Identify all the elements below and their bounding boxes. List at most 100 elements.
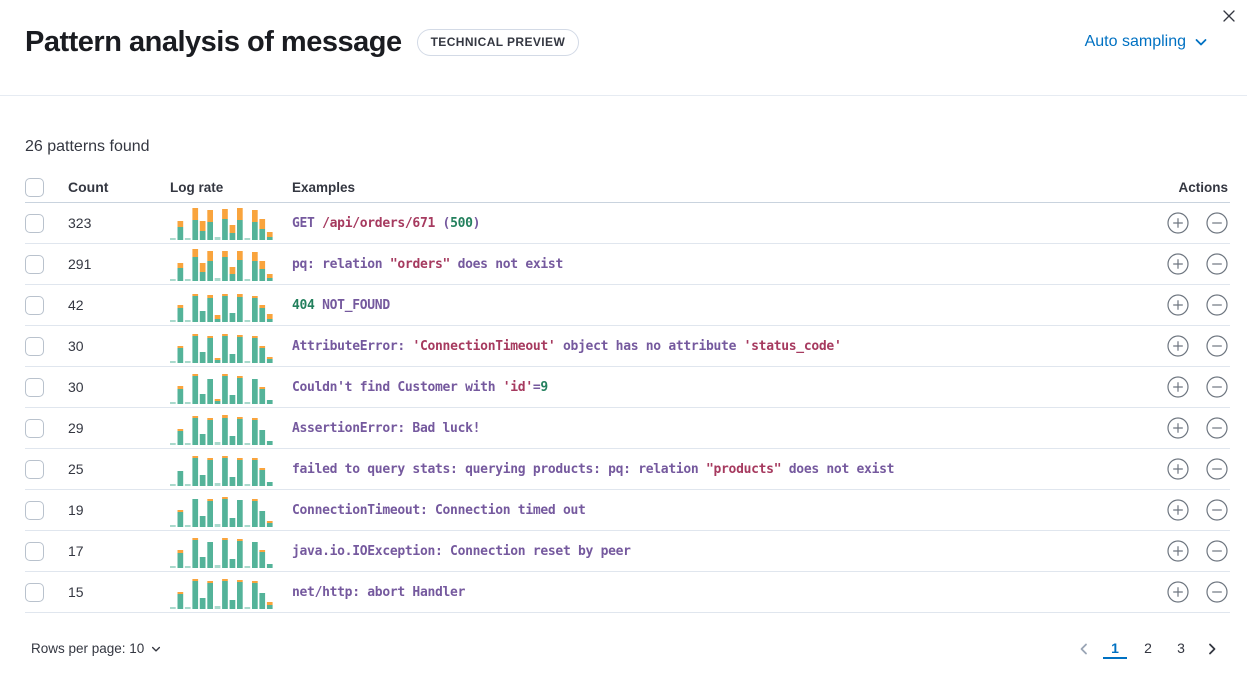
example-token: AssertionError: Bad luck!: [292, 420, 481, 436]
example-token: /api/orders/671: [322, 215, 436, 231]
plus-circle-icon: [1167, 540, 1189, 562]
plus-circle-icon: [1167, 294, 1189, 316]
select-all-checkbox[interactable]: [25, 177, 44, 197]
filter-out-button[interactable]: [1206, 212, 1228, 234]
pattern-count: 25: [68, 461, 84, 477]
example-text: 404 NOT_FOUND: [292, 298, 1126, 313]
row-checkbox[interactable]: [25, 500, 44, 520]
filter-out-button[interactable]: [1206, 335, 1228, 357]
minus-circle-icon: [1206, 294, 1228, 316]
example-text: net/http: abort Handler: [292, 585, 1126, 600]
filter-out-button[interactable]: [1206, 417, 1228, 439]
plus-circle-icon: [1167, 499, 1189, 521]
row-checkbox[interactable]: [25, 377, 44, 397]
filter-in-button[interactable]: [1167, 540, 1189, 562]
row-checkbox[interactable]: [25, 254, 44, 274]
minus-circle-icon: [1206, 376, 1228, 398]
filter-in-button[interactable]: [1167, 253, 1189, 275]
example-text: java.io.IOException: Connection reset by…: [292, 544, 1126, 559]
row-checkbox[interactable]: [25, 459, 44, 479]
page-title: Pattern analysis of message: [25, 26, 402, 58]
rows-per-page-dropdown[interactable]: Rows per page: 10: [25, 640, 168, 657]
filter-in-button[interactable]: [1167, 417, 1189, 439]
pattern-count: 42: [68, 297, 84, 313]
close-icon[interactable]: [1218, 5, 1240, 27]
filter-out-button[interactable]: [1206, 540, 1228, 562]
patterns-found-count: 26 patterns found: [25, 138, 150, 155]
filter-out-button[interactable]: [1206, 253, 1228, 275]
pattern-count: 323: [68, 215, 92, 231]
row-checkbox[interactable]: [25, 213, 44, 233]
page-3-button[interactable]: 3: [1177, 640, 1185, 656]
example-token: ): [472, 215, 481, 231]
row-checkbox[interactable]: [25, 582, 44, 602]
sampling-dropdown[interactable]: Auto sampling: [1079, 32, 1215, 52]
plus-circle-icon: [1167, 458, 1189, 480]
rows-per-page-label: Rows per page: 10: [31, 641, 145, 656]
filter-in-button[interactable]: [1167, 458, 1189, 480]
example-text: AssertionError: Bad luck!: [292, 421, 1126, 436]
filter-in-button[interactable]: [1167, 581, 1189, 603]
example-text: failed to query stats: querying products…: [292, 462, 1126, 477]
example-text: pq: relation "orders" does not exist: [292, 257, 1126, 272]
example-text: GET /api/orders/671 (500): [292, 216, 1126, 231]
table-header-row: Count Log rate Examples Actions: [25, 172, 1230, 203]
prev-page-button[interactable]: [1074, 641, 1094, 657]
log-rate-sparkline: [170, 249, 273, 281]
log-rate-sparkline: [170, 579, 273, 609]
log-rate-sparkline: [170, 538, 273, 568]
technical-preview-badge: TECHNICAL PREVIEW: [416, 28, 580, 56]
table-row: 19 ConnectionTimeout: Connection timed ou…: [25, 490, 1230, 531]
filter-in-button[interactable]: [1167, 376, 1189, 398]
example-token: net/http: abort Handler: [292, 584, 466, 600]
plus-circle-icon: [1167, 253, 1189, 275]
example-text: Couldn't find Customer with 'id'=9: [292, 380, 1126, 395]
row-checkbox[interactable]: [25, 418, 44, 438]
table-row: 323 GET /api/orders/671 (500): [25, 203, 1230, 244]
example-token: failed to query stats: querying products…: [292, 461, 706, 477]
table-row: 25 failed to query stats: querying produc…: [25, 449, 1230, 490]
filter-in-button[interactable]: [1167, 212, 1189, 234]
next-page-button[interactable]: [1202, 641, 1222, 657]
row-checkbox[interactable]: [25, 336, 44, 356]
flyout-body: 26 patterns found Count Log rate Example…: [0, 138, 1247, 659]
minus-circle-icon: [1206, 335, 1228, 357]
example-token: 404: [292, 297, 315, 313]
example-token: java.io.IOException: Connection reset by…: [292, 543, 631, 559]
plus-circle-icon: [1167, 581, 1189, 603]
example-token: ConnectionTimeout: Connection timed out: [292, 502, 586, 518]
example-token: 'status_code': [743, 338, 842, 354]
filter-in-button[interactable]: [1167, 499, 1189, 521]
pattern-count: 30: [68, 379, 84, 395]
example-token: GET: [292, 215, 323, 231]
pattern-count: 30: [68, 338, 84, 354]
minus-circle-icon: [1206, 499, 1228, 521]
filter-in-button[interactable]: [1167, 335, 1189, 357]
example-token: (: [435, 215, 451, 231]
example-token: 9: [540, 379, 548, 395]
filter-out-button[interactable]: [1206, 294, 1228, 316]
minus-circle-icon: [1206, 458, 1228, 480]
filter-out-button[interactable]: [1206, 458, 1228, 480]
page-2-button[interactable]: 2: [1144, 640, 1152, 656]
page-1-button[interactable]: 1: [1103, 638, 1127, 659]
filter-out-button[interactable]: [1206, 581, 1228, 603]
minus-circle-icon: [1206, 417, 1228, 439]
pagination: 1 2 3: [1074, 638, 1222, 659]
flyout-header: Pattern analysis of message TECHNICAL PR…: [0, 0, 1247, 96]
filter-out-button[interactable]: [1206, 499, 1228, 521]
example-token: does not exist: [450, 256, 564, 272]
row-checkbox[interactable]: [25, 295, 44, 315]
filter-out-button[interactable]: [1206, 376, 1228, 398]
filter-in-button[interactable]: [1167, 294, 1189, 316]
example-token: "products": [705, 461, 782, 477]
log-rate-sparkline: [170, 294, 273, 322]
plus-circle-icon: [1167, 335, 1189, 357]
table-row: 30 Couldn't find Customer with 'id'=9: [25, 367, 1230, 408]
row-checkbox[interactable]: [25, 541, 44, 561]
pattern-count: 19: [68, 502, 84, 518]
table-row: 42 404 NOT_FOUND: [25, 285, 1230, 326]
pattern-count: 17: [68, 543, 84, 559]
